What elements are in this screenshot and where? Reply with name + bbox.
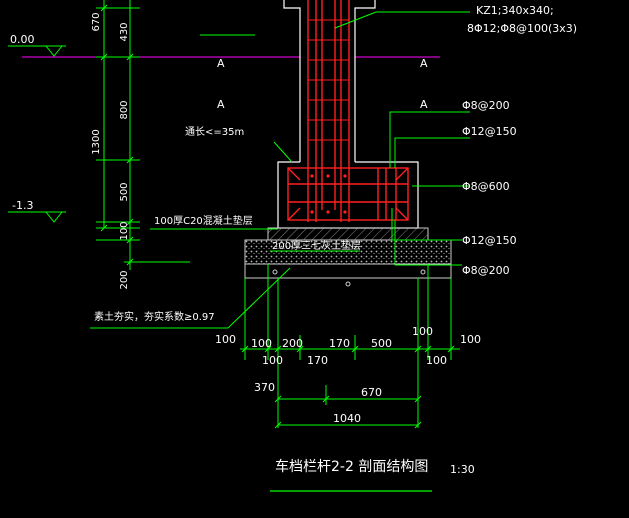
- dim-sub-170: 170: [307, 354, 328, 367]
- compacted-soil-marks: [244, 264, 452, 287]
- dim-width-1040: 1040: [333, 412, 361, 425]
- column-label: KZ1;340x340;: [476, 4, 554, 17]
- dim-sub-left: 100: [262, 354, 283, 367]
- dim-main-170: 170: [329, 337, 350, 350]
- dim-row-top-left: 100: [215, 333, 236, 346]
- dim-main-100: 100: [251, 337, 272, 350]
- column-stirrups: [308, 19, 349, 141]
- footing-rebar: [287, 167, 409, 221]
- stirrup-bottom-label: Φ8@200: [462, 264, 510, 277]
- dim-sub-right: 100: [426, 354, 447, 367]
- section-mark-upper-left: A: [217, 57, 225, 70]
- section-mark-lower-right: A: [420, 98, 428, 111]
- bar-upper-label: Φ12@150: [462, 125, 517, 138]
- dim-1300: 1300: [91, 129, 102, 154]
- leader-lines: [90, 11, 470, 329]
- section-mark-lower-left: A: [217, 98, 225, 111]
- level-top-label: 0.00: [10, 33, 35, 46]
- drawing-scale: 1:30: [450, 463, 475, 476]
- dim-main-500: 500: [371, 337, 392, 350]
- lime-cushion-label: 200厚三七灰土垫层: [272, 239, 361, 252]
- level-bottom-label: -1.3: [12, 199, 33, 212]
- bar-side-label: Φ8@600: [462, 180, 510, 193]
- level-line-top: [8, 45, 440, 58]
- dim-row-top-right: 100: [412, 325, 433, 338]
- dim-row-outer-right: 100: [460, 333, 481, 346]
- concrete-cushion: [267, 227, 429, 241]
- dim-800: 800: [119, 100, 130, 119]
- dim-430: 430: [119, 22, 130, 41]
- dim-left-offset-370: 370: [254, 381, 275, 394]
- dim-670: 670: [91, 12, 102, 31]
- lime-soil-cushion: [244, 239, 452, 265]
- drawing-title: 车档栏杆2-2 剖面结构图: [275, 458, 428, 475]
- rebar-dots: [310, 174, 347, 214]
- column-bars-label: 8Φ12;Φ8@100(3x3): [467, 22, 577, 35]
- joint-spacing-label: 通长<=35m: [185, 126, 244, 138]
- column-outline: [283, 0, 376, 162]
- level-marker-bottom: [8, 211, 66, 223]
- footing-outline: [277, 161, 419, 229]
- column-rebar: [307, 0, 350, 222]
- concrete-cushion-label: 100厚C20混凝土垫层: [154, 214, 253, 227]
- dim-width-670: 670: [361, 386, 382, 399]
- dim-main-200: 200: [282, 337, 303, 350]
- section-mark-upper-right: A: [420, 57, 428, 70]
- stirrup-top-label: Φ8@200: [462, 99, 510, 112]
- horizontal-dimension-lines: [240, 264, 460, 429]
- dim-200: 200: [119, 270, 130, 289]
- compaction-label: 素土夯实，夯实系数≥0.97: [94, 310, 215, 323]
- dim-500: 500: [119, 182, 130, 201]
- dim-100: 100: [119, 221, 130, 240]
- bar-lower-label: Φ12@150: [462, 234, 517, 247]
- vertical-dimension-lines: [96, 0, 190, 270]
